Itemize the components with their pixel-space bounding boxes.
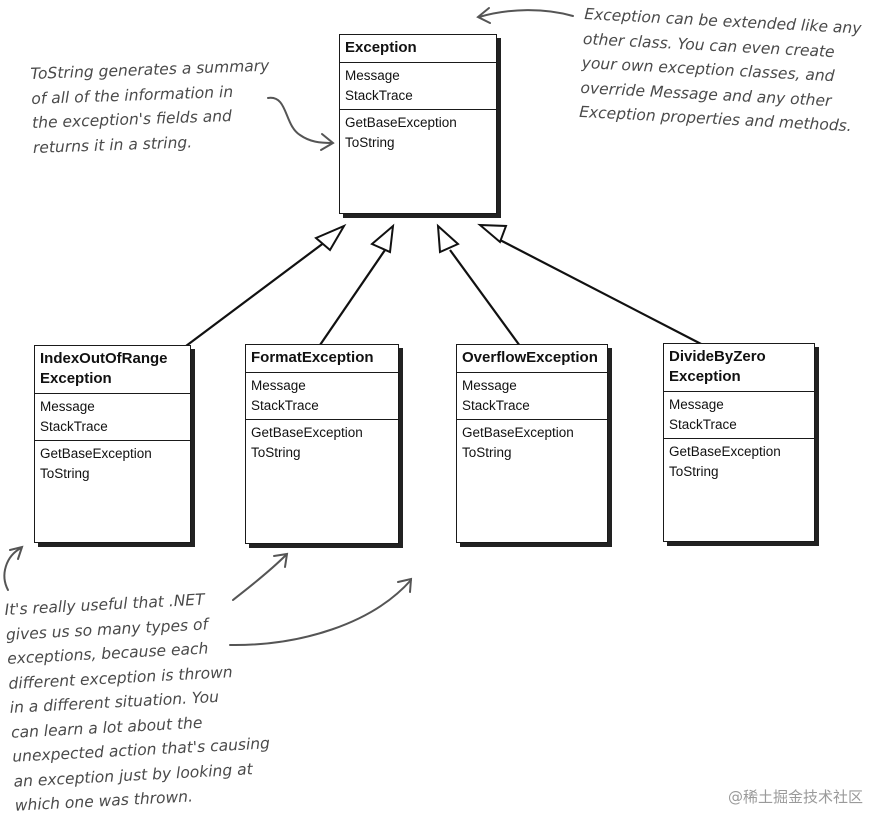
method-tostring: ToString: [669, 464, 719, 479]
pointer-arrowhead-dotnet-left: [9, 545, 24, 560]
indexoutofrange-class-name: IndexOutOfRange Exception: [35, 346, 190, 394]
method-tostring: ToString: [345, 135, 395, 150]
pointer-arrowhead-dotnet-middle: [273, 552, 289, 568]
field-stacktrace: StackTrace: [345, 88, 413, 103]
pointer-arrow-dotnet-middle: [232, 554, 287, 601]
dividebyzero-class-name: DivideByZero Exception: [664, 344, 814, 392]
exception-methods: GetBaseException ToString: [340, 110, 496, 156]
pointer-arrow-dotnet-right: [229, 579, 412, 647]
dividebyzero-fields: Message StackTrace: [664, 392, 814, 439]
overflowexception-class-name: OverflowException: [457, 345, 607, 373]
method-tostring: ToString: [251, 445, 301, 460]
extend-note: Exception can be extended like any other…: [579, 2, 862, 139]
formatexception-fields: Message StackTrace: [246, 373, 398, 420]
watermark: @稀土掘金技术社区: [727, 788, 863, 806]
indexoutofrange-fields: Message StackTrace: [35, 394, 190, 441]
pointer-arrow-tostring: [267, 96, 333, 144]
formatexception-methods: GetBaseException ToString: [246, 420, 398, 466]
exception-class-name: Exception: [340, 35, 496, 63]
method-getbaseexception: GetBaseException: [669, 444, 781, 459]
field-stacktrace: StackTrace: [40, 419, 108, 434]
field-stacktrace: StackTrace: [462, 398, 530, 413]
pointer-arrowhead-extend: [476, 7, 491, 24]
exception-fields: Message StackTrace: [340, 63, 496, 110]
exception-class-box: Exception Message StackTrace GetBaseExce…: [339, 34, 497, 214]
field-message: Message: [345, 68, 400, 83]
inheritance-line-indexoutofrange: [185, 235, 334, 347]
formatexception-class-box: FormatException Message StackTrace GetBa…: [245, 344, 399, 544]
method-getbaseexception: GetBaseException: [251, 425, 363, 440]
inheritance-line-dividebyzero: [499, 239, 706, 347]
dividebyzero-class-box: DivideByZero Exception Message StackTrac…: [663, 343, 815, 542]
method-getbaseexception: GetBaseException: [462, 425, 574, 440]
inheritance-line-overflow: [449, 249, 521, 347]
overflowexception-class-box: OverflowException Message StackTrace Get…: [456, 344, 608, 543]
field-message: Message: [40, 399, 95, 414]
field-stacktrace: StackTrace: [669, 417, 737, 432]
indexoutofrange-methods: GetBaseException ToString: [35, 441, 190, 487]
inheritance-arrowhead-indexoutofrange: [314, 223, 347, 252]
inheritance-arrowhead-overflow: [436, 223, 460, 254]
pointer-arrow-dotnet-left: [3, 547, 22, 591]
dotnet-note: It's really useful that .NET gives us so…: [4, 585, 273, 818]
overflowexception-methods: GetBaseException ToString: [457, 420, 607, 466]
method-getbaseexception: GetBaseException: [345, 115, 457, 130]
method-getbaseexception: GetBaseException: [40, 446, 152, 461]
dividebyzero-methods: GetBaseException ToString: [664, 439, 814, 485]
field-message: Message: [462, 378, 517, 393]
method-tostring: ToString: [40, 466, 90, 481]
inheritance-arrowhead-format: [370, 223, 395, 254]
formatexception-class-name: FormatException: [246, 345, 398, 373]
field-message: Message: [669, 397, 724, 412]
field-message: Message: [251, 378, 306, 393]
inheritance-arrowhead-dividebyzero: [477, 223, 508, 244]
pointer-arrowhead-dotnet-right: [397, 577, 413, 593]
pointer-arrow-extend: [478, 9, 574, 18]
inheritance-line-format: [319, 249, 386, 346]
tostring-note: ToString generates a summary of all of t…: [30, 54, 272, 160]
indexoutofrange-class-box: IndexOutOfRange Exception Message StackT…: [34, 345, 191, 543]
method-tostring: ToString: [462, 445, 512, 460]
field-stacktrace: StackTrace: [251, 398, 319, 413]
pointer-arrowhead-tostring: [320, 133, 335, 151]
overflowexception-fields: Message StackTrace: [457, 373, 607, 420]
